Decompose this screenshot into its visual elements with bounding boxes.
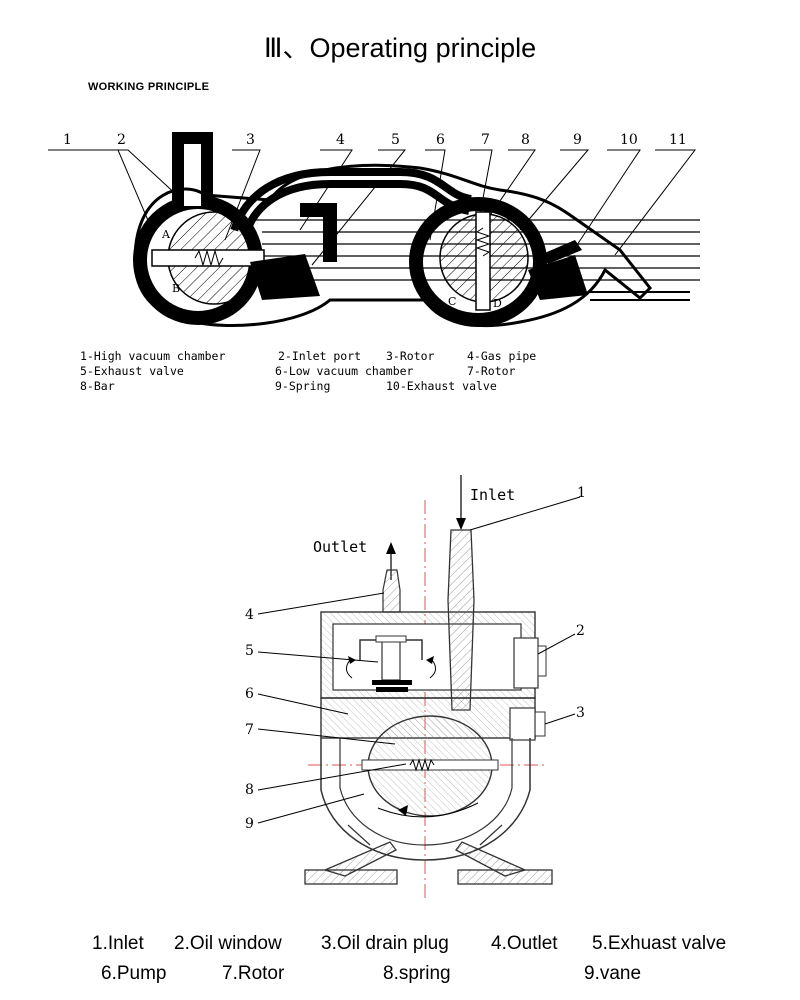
pump-casing [320,738,531,861]
outlet-nozzle [382,569,401,613]
section-callout-7: 7 [245,722,254,738]
section-callout-5: 5 [245,643,254,659]
section-callout-6: 6 [245,686,254,702]
section-legend-7: 7.Rotor [222,963,285,984]
legend-item-8: 8-Bar [80,379,115,393]
exhaust-valve-left [250,254,320,300]
legend-item-3: 3-Rotor [386,349,435,363]
leader-6 [425,149,446,241]
legend-item-1: 1-High vacuum chamber [80,349,226,363]
outlet-label: Outlet [313,538,367,556]
callout-7: 7 [481,132,490,148]
section-callout-2: 2 [576,623,585,639]
vane-bar-left [151,249,265,267]
section-legend-3: 3.Oil drain plug [321,933,449,954]
callout-9: 9 [573,132,582,148]
section-legend-9: 9.vane [584,963,642,984]
low-vacuum-chamber [409,197,547,327]
two-stage-pump-diagram: 1 2 3 4 5 6 7 8 9 10 11 [48,132,700,328]
leader-10 [574,149,641,249]
label-b: B [172,282,180,295]
section-legend-4: 4.Outlet [491,933,558,954]
callout-4: 4 [336,132,345,148]
callout-2: 2 [117,132,126,148]
legend-item-9: 9-Spring [275,379,331,393]
section-legend-5: 5.Exhuast valve [592,933,727,954]
section-callout-3: 3 [576,705,585,721]
legend-item-5: 5-Exhaust valve [80,364,184,378]
section-callout-1: 1 [577,485,586,501]
inlet-label: Inlet [470,486,515,504]
page-title: Ⅲ、Operating principle [263,33,537,63]
legend-item-7: 7-Rotor [467,364,516,378]
callout-8: 8 [521,132,530,148]
section-callout-8: 8 [245,782,254,798]
label-c: C [448,295,456,308]
pump-section-diagram: Inlet Outlet [245,475,586,900]
pump-base [304,841,553,885]
working-principle-heading: WORKING PRINCIPLE [88,81,210,93]
callout-6: 6 [436,132,445,148]
leader-5 [311,149,407,266]
callout-5: 5 [391,132,400,148]
spring-icon [194,249,224,267]
section-legend-2: 2.Oil window [174,933,282,954]
legend-item-6: 6-Low vacuum chamber [275,364,414,378]
label-a: A [161,228,171,241]
oil-window [513,637,539,689]
leader-11 [614,149,697,256]
inlet-tube [447,529,475,711]
inlet-port [172,132,213,206]
vane-bar-right [475,211,491,311]
leader-2 [105,149,181,199]
arrow-up-icon [386,542,396,554]
callout-11: 11 [669,132,687,148]
section-legend-1: 1.Inlet [92,933,144,954]
arrow-down-icon [456,518,466,530]
section-legend-6: 6.Pump [101,963,167,984]
leader-9 [519,149,590,231]
legend-item-2: 2-Inlet port [278,349,362,363]
oil-drain-plug [534,711,546,737]
legend-item-10: 10-Exhaust valve [386,379,497,393]
callout-3: 3 [246,132,255,148]
section-callout-9: 9 [245,816,254,832]
leader-1 [48,149,151,226]
spring [409,758,435,772]
callout-10: 10 [620,132,638,148]
label-d: D [493,297,502,310]
callout-1: 1 [63,132,72,148]
section-callout-4: 4 [245,607,254,623]
section-legend-8: 8.spring [383,963,451,984]
legend-item-4: 4-Gas pipe [467,349,537,363]
exhaust-valve-right [528,255,588,300]
